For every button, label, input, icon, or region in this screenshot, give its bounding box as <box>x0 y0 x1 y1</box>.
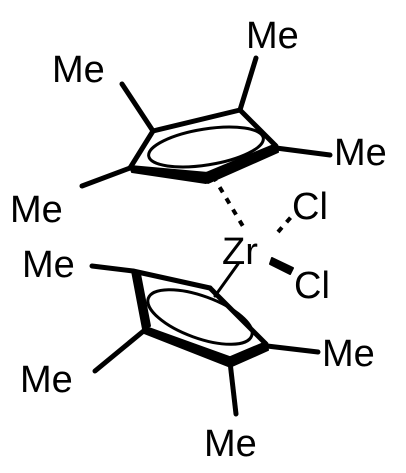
chloride-label-bottom: Cl <box>294 265 330 307</box>
upper-cp-ring <box>79 55 333 189</box>
zr-cl-top-hashed-bond <box>276 214 294 234</box>
zr-cl-bottom-wedge-bond <box>269 257 294 275</box>
lower-ring-to-zr-bond <box>213 262 240 298</box>
lower-ring-left-wedge <box>131 270 151 330</box>
lower-methyl-label-top-left: Me <box>22 244 75 286</box>
upper-methyl-bond-left <box>79 165 133 189</box>
lower-methyl-bond-top-left <box>89 263 136 274</box>
lower-methyl-label-bottom: Me <box>204 423 257 465</box>
upper-methyl-label-left: Me <box>10 189 63 231</box>
upper-methyl-label-top-right: Me <box>246 15 299 57</box>
chloride-label-top: Cl <box>292 186 328 228</box>
lower-methyl-bond-right <box>264 343 321 355</box>
lower-ring-bond-back-right <box>207 285 269 347</box>
lower-ring-front-left-wedge <box>142 325 233 367</box>
upper-methyl-bond-top-left <box>119 81 156 134</box>
lower-methyl-label-left: Me <box>20 359 73 401</box>
upper-ring-to-zr-hashed-bond <box>211 174 246 230</box>
upper-methyl-bond-right <box>273 145 333 158</box>
upper-methyl-label-top-left: Me <box>52 49 105 91</box>
upper-ring-bond-back-right <box>237 107 279 149</box>
upper-ring-aromatic-circle <box>147 125 265 169</box>
upper-methyl-bond-top-right <box>237 55 259 113</box>
lower-ring-aromatic-circle <box>146 288 254 346</box>
metal-label-zr: Zr <box>222 231 258 273</box>
lower-methyl-bond-left <box>92 326 149 374</box>
lower-ring-bond-back-left <box>130 268 213 291</box>
lower-methyl-label-right: Me <box>322 333 375 375</box>
upper-ring-bond-left <box>127 128 156 171</box>
upper-ring-front-right-wedge <box>205 143 279 184</box>
lower-cp-ring <box>89 263 321 417</box>
lower-methyl-bond-bottom <box>227 359 239 417</box>
upper-ring-bond-back-left <box>150 107 243 134</box>
upper-ring-front-left-wedge <box>129 165 209 184</box>
upper-methyl-label-right: Me <box>334 132 387 174</box>
